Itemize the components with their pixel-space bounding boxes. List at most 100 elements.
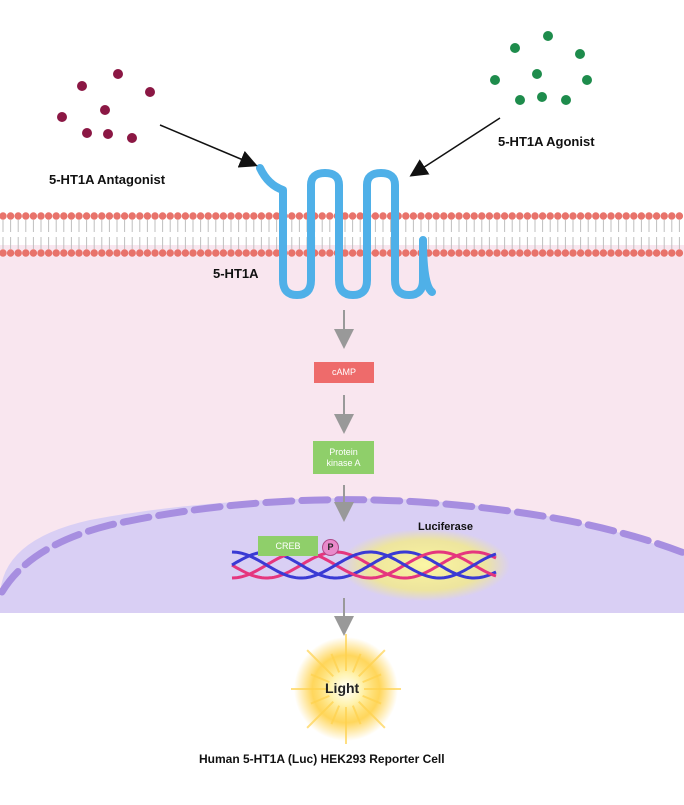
light-ray — [306, 649, 334, 677]
lipid-head — [158, 249, 167, 257]
lipid-head — [675, 249, 684, 257]
lipid-head — [151, 249, 159, 257]
lipid-head — [508, 212, 516, 220]
lipid-head — [295, 212, 304, 220]
lipid-head — [531, 249, 539, 257]
lipid-head — [242, 212, 250, 220]
lipid-head — [455, 212, 463, 220]
agonist-molecule — [490, 75, 500, 85]
agonist-molecule — [537, 92, 547, 102]
lipid-head — [554, 212, 562, 220]
antagonist-molecule — [103, 129, 113, 139]
lipid-head — [508, 249, 516, 257]
lipid-head — [379, 249, 387, 257]
light-ray — [330, 705, 341, 725]
lipid-head — [120, 249, 129, 257]
lipid-head — [234, 249, 243, 257]
lipid-head — [637, 249, 646, 257]
lipid-head — [128, 249, 136, 257]
5ht1a-receptor — [256, 164, 436, 299]
lipid-head — [0, 212, 7, 220]
pka-label-line1: Protein — [329, 446, 358, 457]
lipid-head — [538, 249, 547, 257]
antagonist-molecule — [82, 128, 92, 138]
lipid-head — [212, 212, 220, 220]
lipid-head — [371, 212, 380, 220]
lipid-head — [326, 212, 334, 220]
lipid-head — [645, 249, 653, 257]
lipid-head — [652, 212, 661, 220]
lipid-head — [584, 249, 592, 257]
lipid-head — [22, 249, 30, 257]
light-ray — [330, 653, 341, 673]
lipid-head — [409, 212, 418, 220]
lipid-head — [660, 249, 668, 257]
lipid-head — [660, 212, 668, 220]
lipid-head — [227, 249, 235, 257]
light-ray — [362, 673, 382, 684]
antagonist-molecule — [145, 87, 155, 97]
lipid-head — [614, 249, 623, 257]
lipid-head — [181, 249, 190, 257]
lipid-head — [52, 249, 60, 257]
lipid-head — [493, 249, 501, 257]
lipid-head — [371, 249, 380, 257]
lipid-head — [151, 212, 159, 220]
lipid-head — [257, 212, 266, 220]
lipid-head — [6, 249, 15, 257]
lipid-head — [219, 249, 228, 257]
lipid-head — [29, 212, 38, 220]
lipid-head — [379, 212, 387, 220]
lipid-head — [561, 249, 570, 257]
lipid-head — [242, 249, 250, 257]
lipid-head — [227, 212, 235, 220]
lipid-head — [569, 212, 577, 220]
lipid-head — [204, 249, 212, 257]
lipid-head — [234, 212, 243, 220]
lipid-head — [318, 212, 326, 220]
lipid-head — [67, 249, 76, 257]
light-ray — [358, 701, 386, 729]
lipid-head — [14, 212, 22, 220]
lipid-head — [181, 212, 190, 220]
agonist-molecule — [515, 95, 525, 105]
lipid-head — [599, 249, 608, 257]
creb-box: CREB — [258, 536, 318, 556]
antagonist-molecule — [57, 112, 67, 122]
light-ray — [310, 673, 330, 684]
lipid-head — [447, 212, 456, 220]
lipid-head — [98, 212, 106, 220]
lipid-head — [196, 249, 205, 257]
antagonist-molecule — [100, 105, 110, 115]
lipid-head — [174, 212, 182, 220]
antagonist-molecule — [113, 69, 123, 79]
agonist-molecules — [490, 31, 592, 105]
lipid-head — [569, 249, 577, 257]
lipid-head — [622, 249, 630, 257]
lipid-head — [592, 249, 600, 257]
lipid-head — [189, 249, 197, 257]
agonist-molecule — [561, 95, 571, 105]
lipid-head — [60, 249, 68, 257]
lipid-head — [462, 249, 471, 257]
antagonist-label: 5-HT1A Antagonist — [49, 172, 166, 187]
lipid-head — [219, 212, 228, 220]
pka-label-line2: kinase A — [326, 457, 361, 468]
lipid-head — [295, 249, 304, 257]
lipid-head — [470, 249, 478, 257]
lipid-head — [82, 212, 91, 220]
lipid-head — [607, 249, 615, 257]
lipid-head — [668, 249, 676, 257]
light-ray — [310, 694, 330, 705]
camp-label: cAMP — [331, 367, 356, 377]
luciferase-label: Luciferase — [418, 521, 474, 533]
lipid-head — [341, 249, 349, 257]
antagonist-molecules — [57, 69, 155, 143]
lipid-head — [265, 249, 273, 257]
lipid-head — [440, 249, 448, 257]
lipid-head — [113, 212, 121, 220]
lipid-head — [44, 249, 53, 257]
lipid-head — [82, 249, 91, 257]
